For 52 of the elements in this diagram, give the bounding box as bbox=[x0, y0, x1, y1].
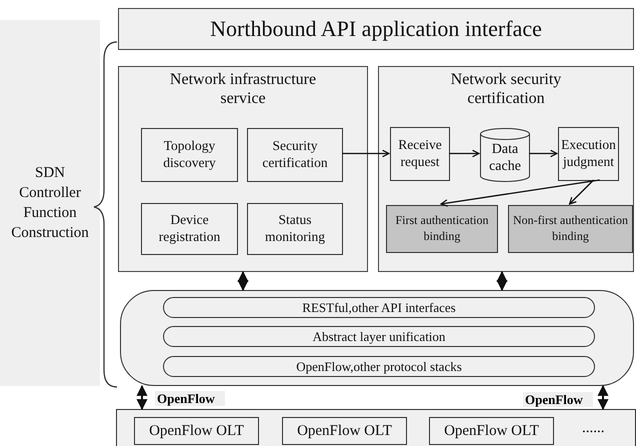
node-text: OpenFlow OLT bbox=[297, 422, 392, 440]
edge-label: OpenFlow bbox=[155, 391, 225, 406]
arrow bbox=[238, 270, 248, 292]
device-strip bbox=[116, 409, 636, 446]
panel-heading: Network infrastructure service bbox=[168, 70, 318, 108]
process-box bbox=[247, 203, 343, 255]
binding-box bbox=[386, 205, 498, 253]
data-cylinder bbox=[480, 128, 530, 182]
arrow bbox=[598, 384, 608, 410]
process-box bbox=[247, 128, 343, 182]
node-text: Northbound API application interface bbox=[210, 16, 542, 42]
arrow bbox=[496, 270, 508, 292]
process-box bbox=[141, 128, 238, 182]
node-text: Abstract layer unification bbox=[312, 328, 446, 344]
arrow bbox=[342, 150, 390, 158]
device-box bbox=[134, 417, 259, 445]
node-text: OpenFlow,other protocol stacks bbox=[296, 358, 462, 374]
process-box bbox=[390, 127, 450, 181]
arrow bbox=[529, 150, 558, 158]
panel-heading: Network security certification bbox=[450, 70, 562, 108]
edge-label: OpenFlow bbox=[523, 392, 593, 407]
node-text: RESTful,other API interfaces bbox=[302, 300, 456, 316]
node-text: Status monitoring bbox=[264, 212, 326, 246]
node-text: Execution judgment bbox=[560, 137, 617, 171]
node-text: SDN Controller Function Construction bbox=[10, 164, 90, 244]
device-box bbox=[429, 417, 554, 445]
layer-bar bbox=[163, 326, 595, 347]
node-text: First authentication binding bbox=[394, 213, 490, 245]
device-box bbox=[282, 417, 407, 445]
node-text: Topology discovery bbox=[162, 138, 217, 172]
node-text: Receive request bbox=[397, 137, 443, 171]
layer-bar bbox=[163, 297, 595, 318]
ellipsis-text: ...... bbox=[582, 420, 604, 437]
interface-box bbox=[118, 8, 634, 50]
layer-bar bbox=[163, 356, 595, 377]
arrow bbox=[136, 384, 148, 410]
arrow bbox=[449, 150, 480, 158]
service-panel bbox=[378, 66, 634, 272]
node-text: Non-first authentication binding bbox=[512, 213, 629, 245]
node-text: Security certification bbox=[261, 138, 329, 172]
node-text: Data cache bbox=[488, 142, 522, 176]
side-panel bbox=[0, 20, 100, 386]
arrow bbox=[568, 180, 594, 205]
layer-container bbox=[120, 290, 634, 386]
node-text: OpenFlow OLT bbox=[149, 422, 244, 440]
process-box bbox=[141, 203, 238, 255]
process-box bbox=[558, 127, 619, 181]
node-text: OpenFlow OLT bbox=[444, 422, 539, 440]
service-panel bbox=[118, 66, 368, 272]
arrow bbox=[440, 179, 600, 207]
binding-box bbox=[508, 205, 633, 253]
node-text: Device registration bbox=[158, 212, 222, 246]
